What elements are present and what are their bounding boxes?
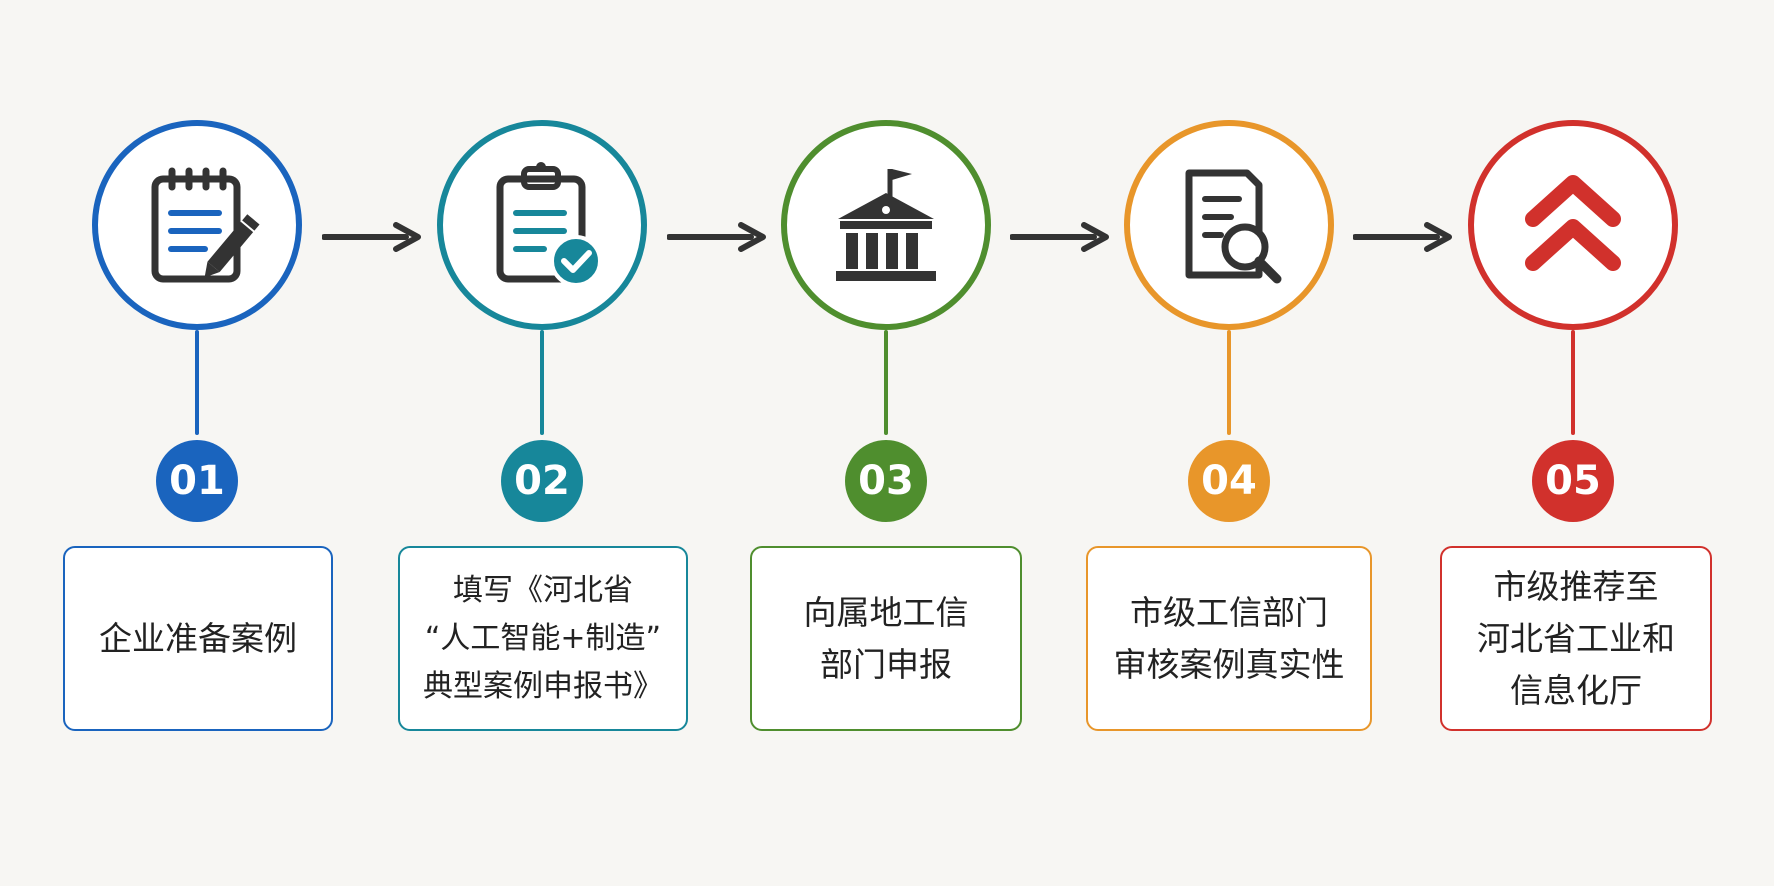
step-4-connector	[1227, 330, 1231, 435]
step-1-circle	[92, 120, 302, 330]
step-3-connector	[884, 330, 888, 435]
step-3-label: 向属地工信 部门申报	[803, 592, 969, 684]
step-1: 01 企业准备案例	[0, 0, 350, 886]
step-2-circle	[437, 120, 647, 330]
arrow-2-to-3	[667, 222, 766, 252]
step-5-number-badge: 05	[1532, 440, 1614, 522]
step-5-connector	[1571, 330, 1575, 435]
step-1-label: 企业准备案例	[99, 618, 297, 658]
double-chevron-up-icon	[1503, 155, 1643, 295]
document-search-icon	[1159, 155, 1299, 295]
step-3-circle	[781, 120, 991, 330]
step-4-number-badge: 04	[1188, 440, 1270, 522]
step-5-label: 市级推荐至 河北省工业和 信息化厅	[1477, 566, 1675, 710]
step-5-box: 市级推荐至 河北省工业和 信息化厅	[1440, 546, 1712, 731]
arrow-3-to-4	[1010, 222, 1109, 252]
clipboard-check-icon	[472, 155, 612, 295]
step-2-box: 填写《河北省 “人工智能+制造” 典型案例申报书》	[398, 546, 688, 731]
government-building-icon	[816, 155, 956, 295]
arrow-4-to-5	[1353, 222, 1452, 252]
step-1-number-badge: 01	[156, 440, 238, 522]
step-2-number-badge: 02	[501, 440, 583, 522]
step-2-label: 填写《河北省 “人工智能+制造” 典型案例申报书》	[423, 572, 663, 704]
step-1-connector	[195, 330, 199, 435]
step-2-connector	[540, 330, 544, 435]
step-4-box: 市级工信部门 审核案例真实性	[1086, 546, 1372, 731]
step-1-box: 企业准备案例	[63, 546, 333, 731]
notepad-pencil-icon	[127, 155, 267, 295]
step-3-number-badge: 03	[845, 440, 927, 522]
step-4-circle	[1124, 120, 1334, 330]
step-5-circle	[1468, 120, 1678, 330]
arrow-1-to-2	[322, 222, 421, 252]
step-4-label: 市级工信部门 审核案例真实性	[1113, 592, 1345, 684]
step-3-box: 向属地工信 部门申报	[750, 546, 1022, 731]
